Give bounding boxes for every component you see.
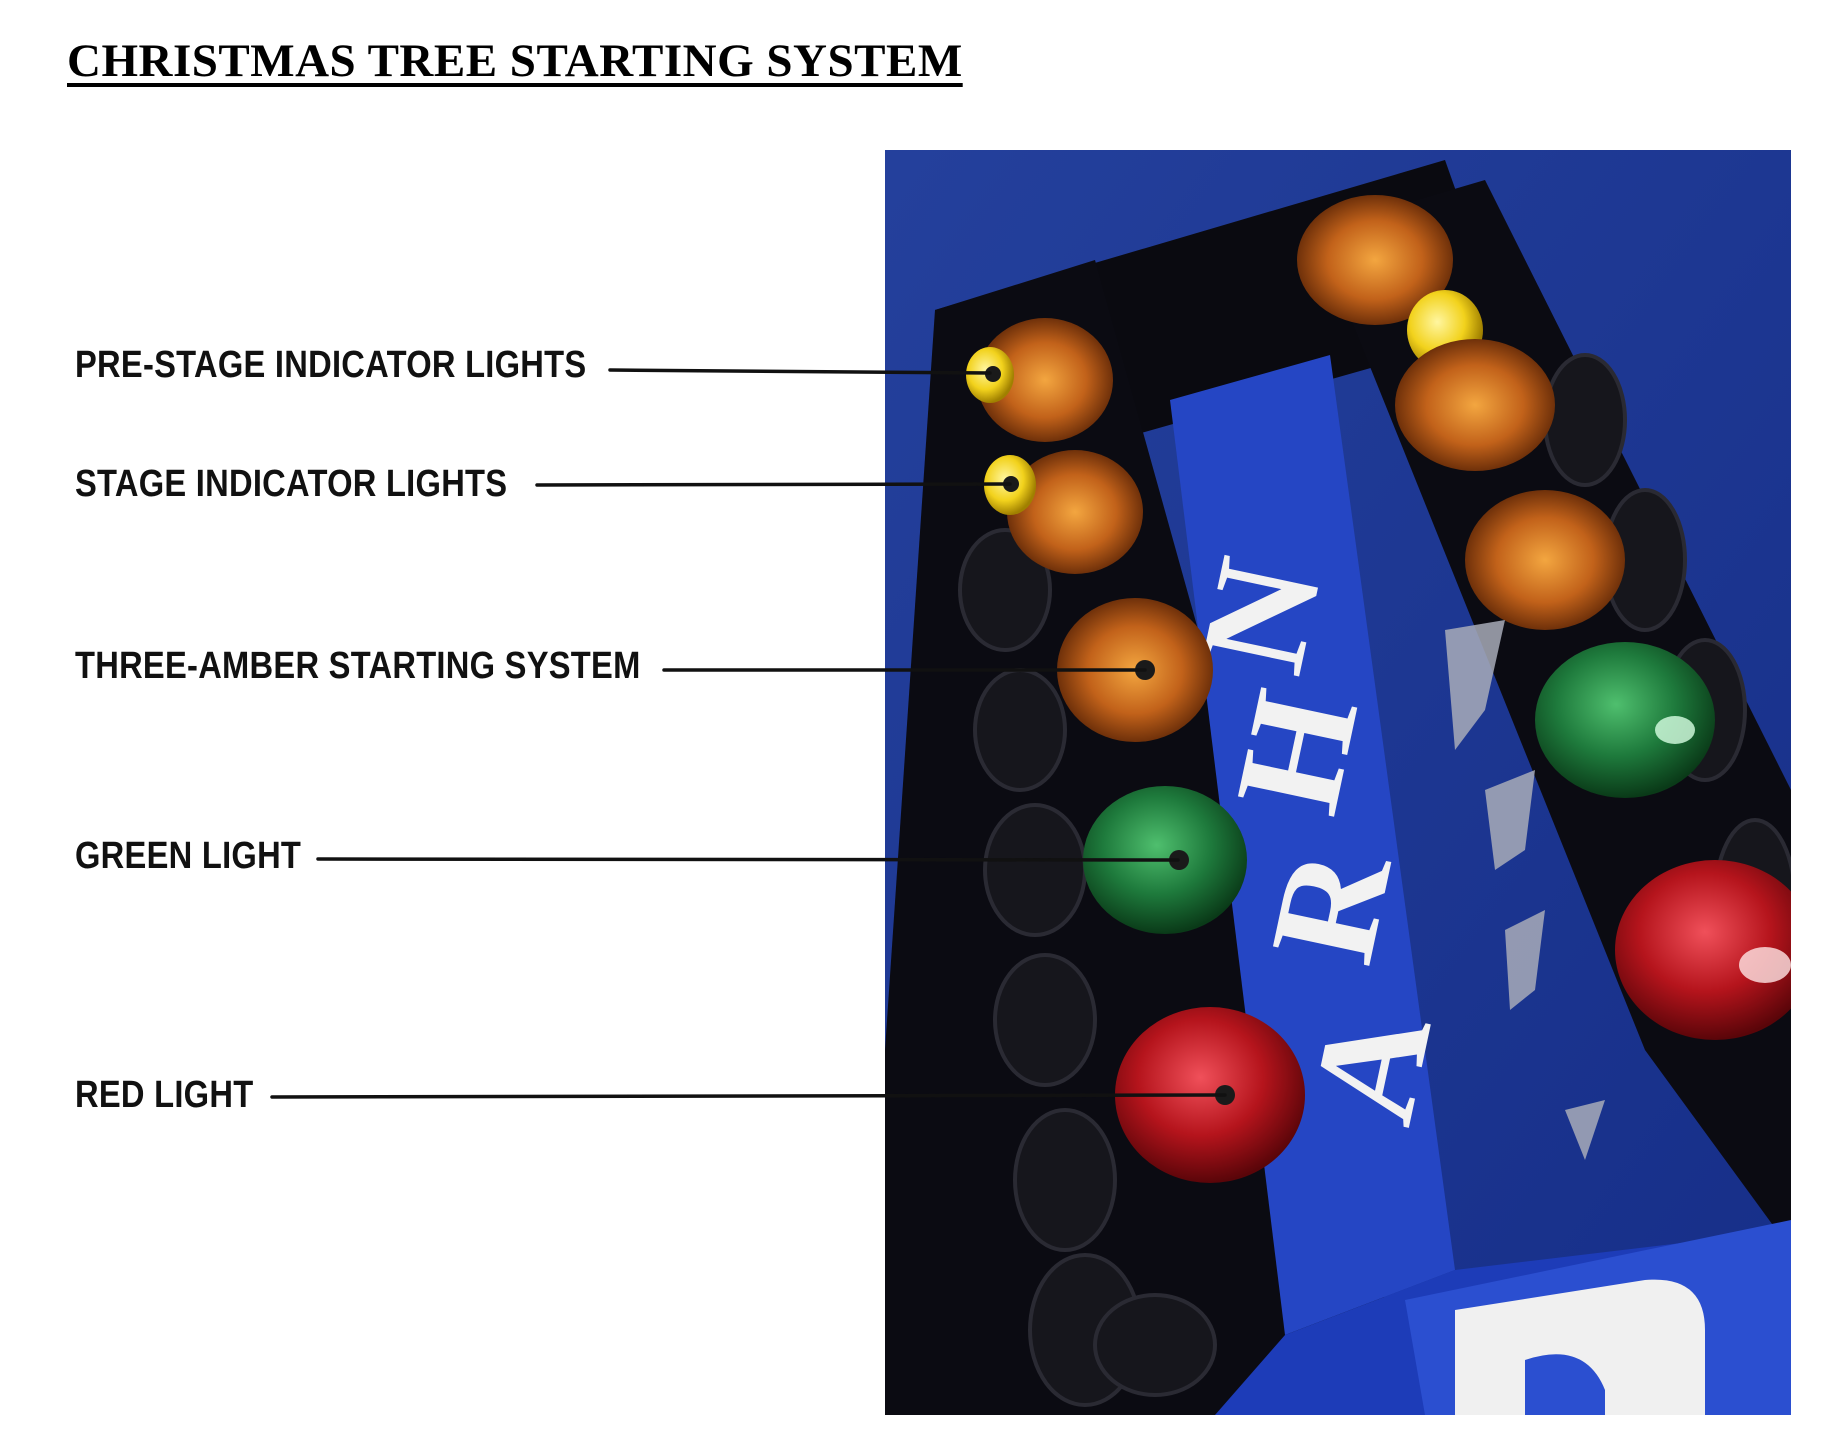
label-pre-stage: PRE-STAGE INDICATOR LIGHTS [75, 344, 587, 386]
label-red-light: RED LIGHT [75, 1074, 254, 1116]
christmas-tree-photo: N H R A [885, 150, 1791, 1415]
page-title: CHRISTMAS TREE STARTING SYSTEM [67, 35, 963, 87]
label-stage: STAGE INDICATOR LIGHTS [75, 463, 508, 505]
label-green-light: GREEN LIGHT [75, 835, 302, 877]
label-three-amber: THREE-AMBER STARTING SYSTEM [75, 645, 641, 687]
